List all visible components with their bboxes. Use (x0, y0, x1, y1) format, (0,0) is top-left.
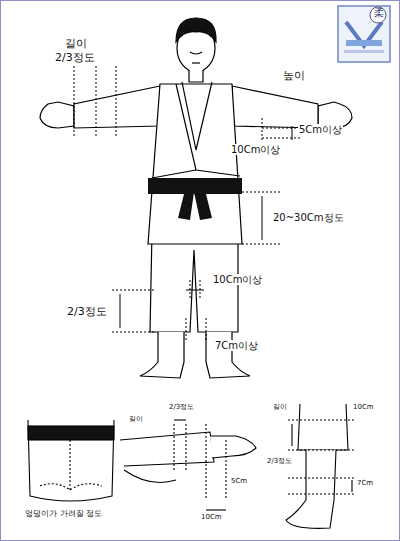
dimension-label: 높이 (282, 70, 306, 82)
dimension-label: 길이 (272, 404, 288, 412)
logo (338, 6, 390, 62)
dimension-label: 7Cm이상 (214, 340, 259, 351)
dimension-label: 10Cm (352, 404, 375, 412)
logo-character: 柔 (373, 7, 385, 18)
dimension-label: 5Cm (230, 478, 248, 486)
dimension-label: 2/3정도 (168, 404, 195, 412)
dimension-label: 10Cm (200, 514, 223, 522)
dimension-label: 5Cm이상 (298, 124, 343, 135)
dimension-label: 2/3정도 (54, 52, 96, 64)
dimension-label: 10Cm이상 (230, 144, 281, 155)
caption-note: 엉덩이가 가려질 정도 (24, 510, 103, 519)
dimension-label: 길이 (128, 416, 144, 424)
dimension-label: 2/3정도 (66, 306, 108, 318)
dimension-label: 20~30Cm정도 (272, 212, 345, 223)
dimension-label: 7Cm (356, 480, 374, 488)
dimension-label: 길이 (64, 38, 88, 50)
dimension-label: 2/3정도 (266, 458, 293, 466)
dimension-label: 10Cm이상 (212, 274, 263, 285)
